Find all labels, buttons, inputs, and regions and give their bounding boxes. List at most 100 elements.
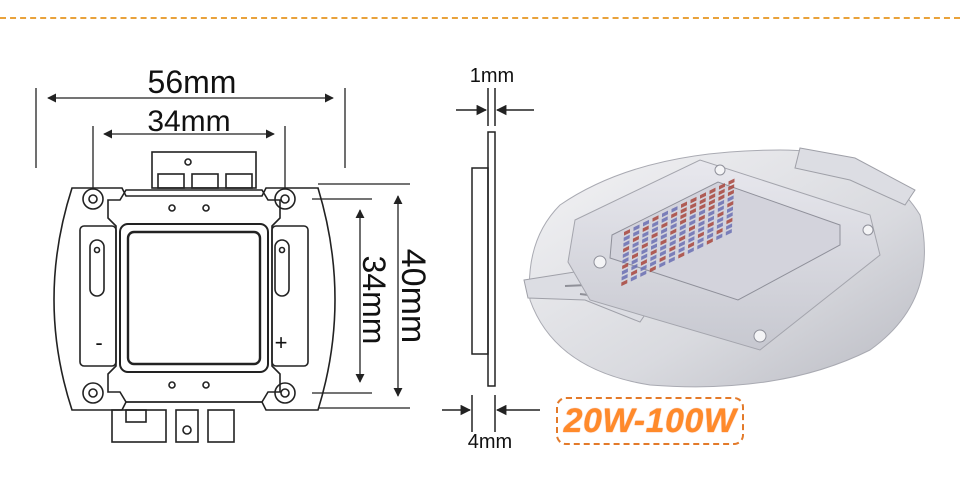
led-die <box>717 211 724 218</box>
led-die <box>622 257 629 264</box>
dimension-lines-front <box>35 88 410 409</box>
led-die <box>689 213 696 221</box>
led-die <box>726 223 733 230</box>
bottom-lead-right <box>207 409 235 443</box>
led-die <box>652 220 659 228</box>
positive-pin-label: + <box>275 330 288 355</box>
led-die <box>716 222 723 229</box>
led-die <box>621 279 628 287</box>
led-die <box>697 237 704 244</box>
led-die <box>660 238 667 246</box>
led-die <box>718 188 725 196</box>
led-die <box>661 216 668 223</box>
led-die <box>687 247 694 254</box>
led-die <box>707 232 714 240</box>
led-die <box>671 211 678 219</box>
led-die <box>641 253 648 261</box>
led-die <box>633 224 640 231</box>
led-die <box>680 218 687 225</box>
power-range-badge: 20W-100W <box>556 397 744 445</box>
led-die <box>632 252 638 260</box>
top-dashed-divider <box>0 17 960 19</box>
led-die <box>659 249 666 257</box>
led-die <box>670 228 677 236</box>
led-die <box>642 225 649 233</box>
led-die <box>726 212 733 219</box>
led-die <box>630 275 637 282</box>
led-die <box>680 212 687 220</box>
led-die <box>706 238 713 245</box>
led-die <box>632 241 639 248</box>
front-view <box>53 151 336 443</box>
led-die <box>698 214 705 222</box>
led-die <box>668 256 675 264</box>
led-die <box>708 204 715 212</box>
led-die <box>661 227 668 235</box>
led-die <box>651 243 657 250</box>
led-die <box>652 215 659 222</box>
led-die <box>726 217 733 225</box>
led-die <box>621 273 628 281</box>
led-die <box>679 229 686 237</box>
led-die <box>650 254 657 262</box>
dim-overall-height: 40mm <box>394 249 432 343</box>
led-die <box>697 242 704 250</box>
led-die <box>727 195 734 202</box>
led-die <box>728 184 735 191</box>
led-die <box>662 210 668 218</box>
led-die <box>640 270 647 277</box>
led-die <box>651 232 658 239</box>
led-die <box>690 196 697 204</box>
led-die <box>669 250 676 258</box>
led-die <box>689 219 696 226</box>
led-die <box>642 231 649 238</box>
led-die <box>622 262 629 270</box>
led-die <box>640 259 647 266</box>
led-die <box>633 230 640 237</box>
led-die <box>659 255 666 263</box>
led-die <box>688 230 695 238</box>
slot-right <box>274 239 290 297</box>
led-die <box>623 240 630 247</box>
led-die <box>623 234 630 242</box>
led-die <box>651 237 658 245</box>
dim-hole-spacing-horizontal: 34mm <box>147 105 230 138</box>
led-die <box>640 264 647 272</box>
bottom-lead-center <box>175 409 199 443</box>
led-die <box>728 178 735 185</box>
led-die <box>700 192 706 199</box>
led-die <box>717 216 724 224</box>
led-die <box>699 197 706 205</box>
led-die <box>716 227 723 235</box>
side-body <box>471 167 489 355</box>
led-die <box>632 246 639 254</box>
bottom-lead-left <box>111 409 167 443</box>
led-die <box>622 251 629 259</box>
led-die <box>727 206 733 214</box>
dim-overall-width: 56mm <box>148 64 237 100</box>
side-view <box>442 88 540 432</box>
mount-hole-bottom-right <box>274 382 296 404</box>
led-die <box>632 235 639 243</box>
mount-hole-top-left <box>82 188 104 210</box>
led-die <box>725 229 732 236</box>
led-die <box>679 235 686 242</box>
led-die <box>698 220 705 227</box>
die-outer <box>119 223 269 373</box>
dim-lead-thickness: 1mm <box>470 65 514 87</box>
led-die <box>678 240 685 248</box>
led-die <box>623 245 630 253</box>
led-die <box>650 260 657 267</box>
led-die <box>678 252 685 259</box>
led-die <box>727 189 734 197</box>
top-lead-body <box>151 151 257 189</box>
led-die <box>631 258 638 265</box>
led-die <box>641 247 648 255</box>
led-die <box>670 222 677 230</box>
led-die <box>621 268 628 275</box>
led-die <box>669 245 676 252</box>
led-die <box>699 203 706 211</box>
led-die <box>681 201 687 208</box>
led-die <box>708 210 715 217</box>
led-die <box>689 224 695 232</box>
